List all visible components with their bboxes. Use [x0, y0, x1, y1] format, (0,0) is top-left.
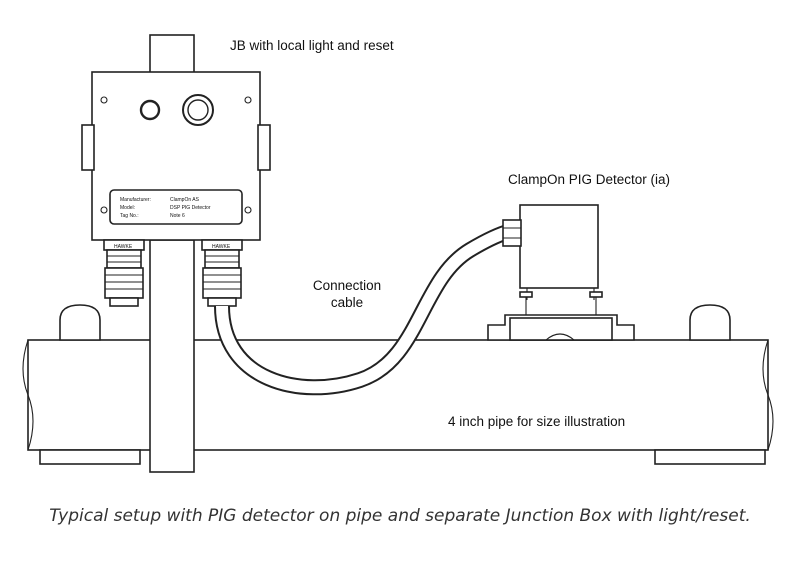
connection-cable — [214, 222, 517, 396]
cable-gland-left: HAWKE — [103, 239, 145, 307]
svg-text:HAWKE: HAWKE — [114, 244, 133, 250]
junction-box: Manufacturer: ClampOn AS Model: DSP PIG … — [81, 34, 271, 241]
cable-label-line1: Connection — [313, 278, 381, 293]
setup-diagram: Manufacturer: ClampOn AS Model: DSP PIG … — [22, 34, 774, 473]
cable-label-line2: cable — [331, 295, 363, 310]
cable-gland-right: HAWKE — [201, 239, 243, 307]
nameplate-model-key: Model: — [120, 205, 135, 211]
nameplate-manufacturer-value: ClampOn AS — [170, 197, 200, 203]
jb-title-label: JB with local light and reset — [230, 38, 394, 53]
nameplate — [109, 189, 243, 225]
pipe-support-right — [654, 304, 766, 465]
nameplate-model-value: DSP PIG Detector — [170, 205, 211, 211]
reset-button-icon — [182, 94, 214, 126]
pipe-support-left — [39, 304, 141, 465]
nameplate-tag-key: Tag No.: — [120, 213, 139, 219]
jb-top-mount — [149, 34, 195, 74]
detector-title-label: ClampOn PIG Detector (ia) — [508, 172, 670, 187]
jb-stand-post — [149, 239, 195, 473]
local-light-icon — [139, 99, 161, 121]
pipe-label: 4 inch pipe for size illustration — [448, 414, 625, 429]
svg-text:HAWKE: HAWKE — [212, 244, 231, 250]
pig-detector — [487, 204, 635, 341]
nameplate-tag-value: Note 6 — [170, 213, 185, 219]
nameplate-manufacturer-key: Manufacturer: — [120, 197, 151, 203]
figure-caption: Typical setup with PIG detector on pipe … — [49, 506, 751, 526]
